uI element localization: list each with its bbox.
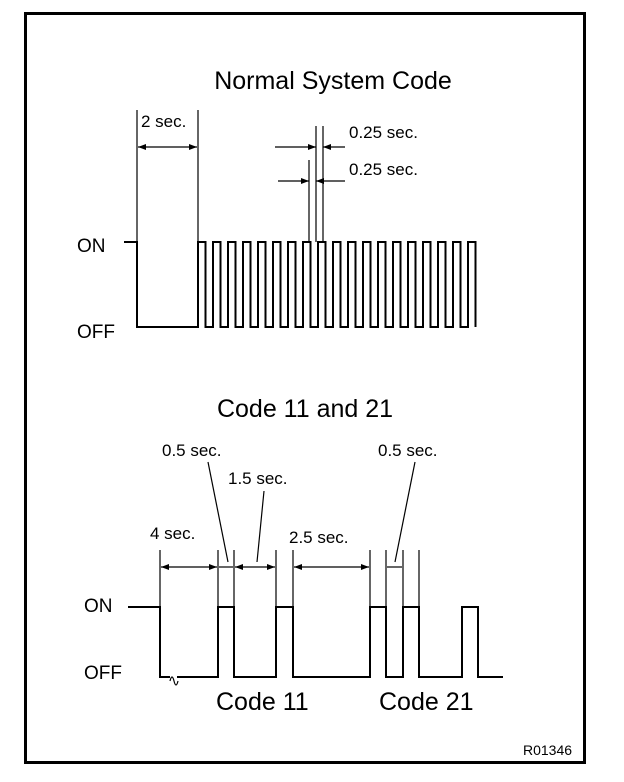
dim-15-label: 1.5 sec.	[228, 469, 288, 488]
leader-05a	[207, 461, 229, 563]
normal-code-title: Normal System Code	[214, 67, 452, 95]
arrow-right	[189, 144, 197, 150]
off-label-bottom: OFF	[84, 663, 122, 684]
dim-2sec-label: 2 sec.	[141, 112, 186, 131]
code-11-21-waveform	[128, 606, 503, 678]
arrow-b6	[361, 564, 369, 570]
off-label-top: OFF	[77, 322, 115, 343]
code-21-label: Code 21	[379, 688, 474, 716]
arrow-left	[138, 144, 146, 150]
time-break-icon	[169, 676, 179, 686]
normal-code-waveform	[124, 241, 477, 328]
dim-05a-label: 0.5 sec.	[162, 441, 222, 460]
figure-id: R01346	[523, 742, 572, 758]
code-11-21-title: Code 11 and 21	[217, 395, 393, 423]
dim-05b-label: 0.5 sec.	[378, 441, 438, 460]
on-label-top: ON	[77, 236, 106, 257]
arrow-025-d	[316, 178, 324, 184]
leader-05b	[394, 461, 416, 563]
code-11-label: Code 11	[216, 688, 309, 716]
dim-4-label: 4 sec.	[150, 524, 195, 543]
arrow-b5	[294, 564, 302, 570]
arrow-b2	[209, 564, 217, 570]
arrow-025-b	[323, 144, 331, 150]
arrow-b1	[161, 564, 169, 570]
arrow-b4	[267, 564, 275, 570]
arrow-025-a	[308, 144, 316, 150]
on-label-bottom: ON	[84, 596, 113, 617]
dim-025-top-label: 0.25 sec.	[349, 123, 418, 142]
arrow-025-c	[301, 178, 309, 184]
dim-25-label: 2.5 sec.	[289, 528, 349, 547]
diagram-frame	[24, 12, 586, 764]
leader-15	[256, 490, 265, 563]
arrow-b3	[235, 564, 243, 570]
dim-025-bottom-label: 0.25 sec.	[349, 160, 418, 179]
